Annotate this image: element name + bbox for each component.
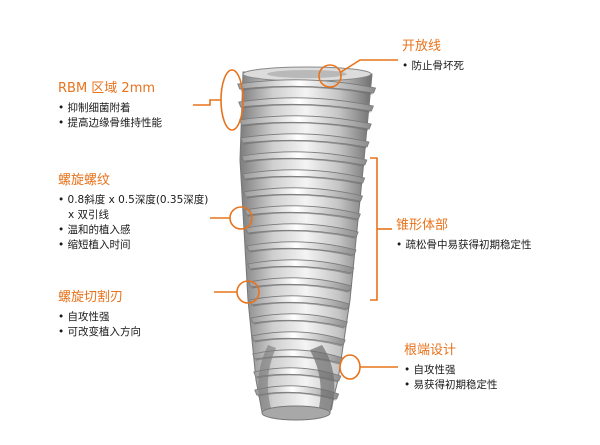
rbm-leader	[193, 99, 221, 106]
apex-item: 自攻性强	[404, 363, 498, 378]
open-line-marker	[318, 64, 342, 88]
thread-groove	[253, 320, 345, 329]
thread-groove	[248, 230, 356, 239]
spiral-thread-item: 0.8斜度 x 0.5深度(0.35深度)	[58, 193, 209, 208]
thread-groove	[245, 176, 362, 185]
apex-marker	[339, 354, 361, 380]
thread-groove	[246, 194, 360, 203]
spiral-cutting-annotation: 螺旋切割刃 自攻性强 可改变植入方向	[58, 289, 141, 340]
tapered-body-item: 疏松骨中易获得初期稳定性	[396, 238, 532, 253]
spiral-thread-item: 温和的植入感	[58, 223, 208, 238]
apex-annotation: 根端设计 自攻性强 易获得初期稳定性	[404, 342, 498, 393]
thread-groove	[240, 86, 373, 95]
spiral-cutting-item: 自攻性强	[58, 310, 141, 325]
thread-groove	[249, 248, 354, 257]
tapered-body-bracket	[370, 157, 378, 301]
spiral-thread-item: 缩短植入时间	[58, 238, 208, 253]
thread-groove	[242, 122, 369, 131]
spiral-thread-annotation: 螺旋螺纹 0.8斜度 x 0.5深度(0.35深度) x 双引线 温和的植入感 …	[58, 172, 208, 253]
apex-title: 根端设计	[404, 343, 457, 358]
tapered-body-title: 锥形体部	[396, 218, 449, 233]
spiral-thread-item: x 双引线	[68, 209, 110, 221]
spiral-thread-title: 螺旋螺纹	[58, 173, 111, 188]
thread-groove	[251, 284, 349, 293]
thread-groove	[244, 158, 364, 167]
apex-item: 易获得初期稳定性	[404, 378, 498, 393]
rbm-item: 提高边缘骨维持性能	[58, 116, 163, 131]
spiral-cutting-title: 螺旋切割刃	[58, 290, 124, 305]
tapered-body-annotation: 锥形体部 疏松骨中易获得初期稳定性	[396, 217, 532, 253]
rbm-annotation: RBM 区域 2mm 抑制细菌附着 提高边缘骨维持性能	[58, 80, 162, 131]
thread-groove	[252, 302, 347, 311]
implant-body	[237, 66, 377, 421]
open-line-leader	[340, 59, 398, 73]
spiral-cutting-item: 可改变植入方向	[58, 325, 142, 340]
thread-groove	[254, 338, 343, 347]
rbm-title: RBM 区域 2mm	[58, 81, 156, 96]
rbm-item: 抑制细菌附着	[58, 101, 162, 116]
open-line-item: 防止骨坏死	[402, 59, 465, 74]
open-line-annotation: 开放线 防止骨坏死	[402, 38, 464, 74]
rbm-marker	[220, 69, 244, 131]
thread-groove	[250, 266, 351, 275]
open-line-title: 开放线	[402, 39, 442, 54]
thread-groove	[243, 140, 367, 149]
thread-groove	[247, 212, 358, 221]
thread-groove	[241, 104, 371, 113]
